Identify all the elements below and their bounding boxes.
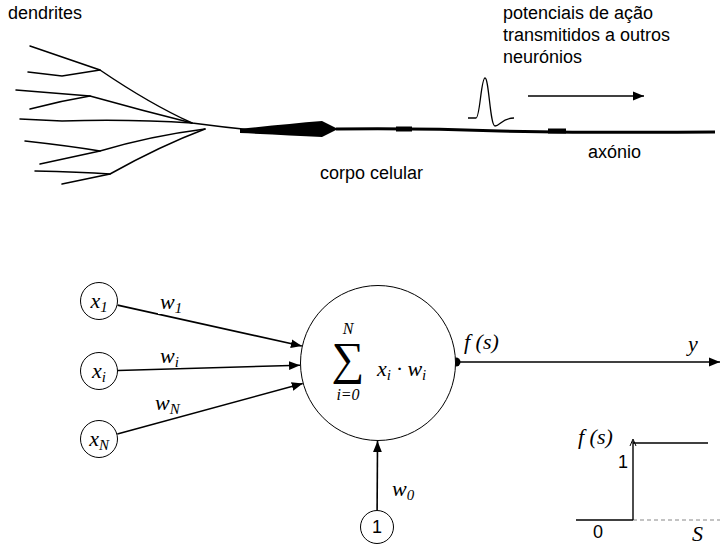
dendrite [30,96,90,109]
weight-label: w1 [158,289,184,314]
action-potential-spike [468,78,514,126]
input-circle: xN [80,420,118,458]
text-label: corpo celular [320,163,423,184]
text-label: 0 [593,522,603,543]
math-glyph: w [155,390,170,415]
weight-label: w0 [390,476,416,501]
math-glyph: w [160,343,175,368]
axon [336,129,715,133]
math-glyph: N [99,438,109,454]
dendrite [16,90,192,123]
dendrite [62,129,205,184]
text-label: y [688,331,698,356]
math-glyph: f (s) [464,329,499,354]
weight-label: wi [158,343,181,368]
cell-body [240,121,338,137]
math-glyph: w [392,476,407,501]
math-glyph: w [407,356,422,381]
text-label: S [692,521,703,546]
plot-axis [576,519,633,520]
math-glyph: · [391,356,408,381]
math-glyph: x [89,426,99,451]
math-glyph: 0 [407,487,414,503]
dendrite [25,141,100,151]
output-line [456,361,720,363]
input-circle: 1 [360,510,394,544]
dendrite [20,119,192,123]
math-glyph: N [170,401,180,417]
weight-connector [118,305,302,346]
node-label: x1 [90,288,107,313]
node-label: 1 [372,517,382,538]
text-label: f (s) [578,424,613,449]
text-label: potenciais de ação transmitidos a outros… [503,2,718,68]
text-label: dendrites [8,3,82,24]
weight-connector [118,365,300,370]
formula-part: i=0 [336,386,359,404]
math-glyph: x [90,288,100,313]
node-label: xi [92,358,106,383]
text-label: f (s) [464,329,499,354]
summation-neuron: N∑i=0xi · wi [300,285,456,441]
dendrite [35,171,110,174]
node-label: xN [89,426,109,451]
weight-connector [376,441,378,510]
axon-node [548,129,566,134]
math-glyph: i [387,367,391,383]
math-glyph: 1 [175,300,182,316]
text-label: axónio [588,142,641,163]
math-glyph: i=0 [336,386,359,403]
plot-axis [633,519,720,520]
dendrite [30,46,252,130]
formula-part: xi · wi [377,356,426,381]
math-glyph: y [688,331,698,356]
axon-node [396,127,412,132]
math-glyph: i [102,370,106,386]
math-glyph: x [377,356,387,381]
math-glyph: x [92,358,102,383]
step-rise [632,441,633,520]
math-glyph: i [175,354,179,370]
math-glyph: w [160,289,175,314]
input-circle: x1 [80,282,118,320]
math-glyph: i [422,367,426,383]
math-glyph: f (s) [578,424,613,449]
weight-label: wN [153,390,182,415]
dendrite [28,70,100,76]
text-label: 1 [618,452,628,473]
math-glyph: N [343,320,354,337]
math-glyph: 1 [100,300,107,316]
math-glyph: S [692,521,703,546]
formula-part: ∑ [332,336,365,382]
direction-arrow [528,95,644,96]
weight-connector [117,384,302,435]
input-circle: xi [80,352,118,390]
dendrite-tree [16,46,252,184]
step-level [633,442,708,443]
